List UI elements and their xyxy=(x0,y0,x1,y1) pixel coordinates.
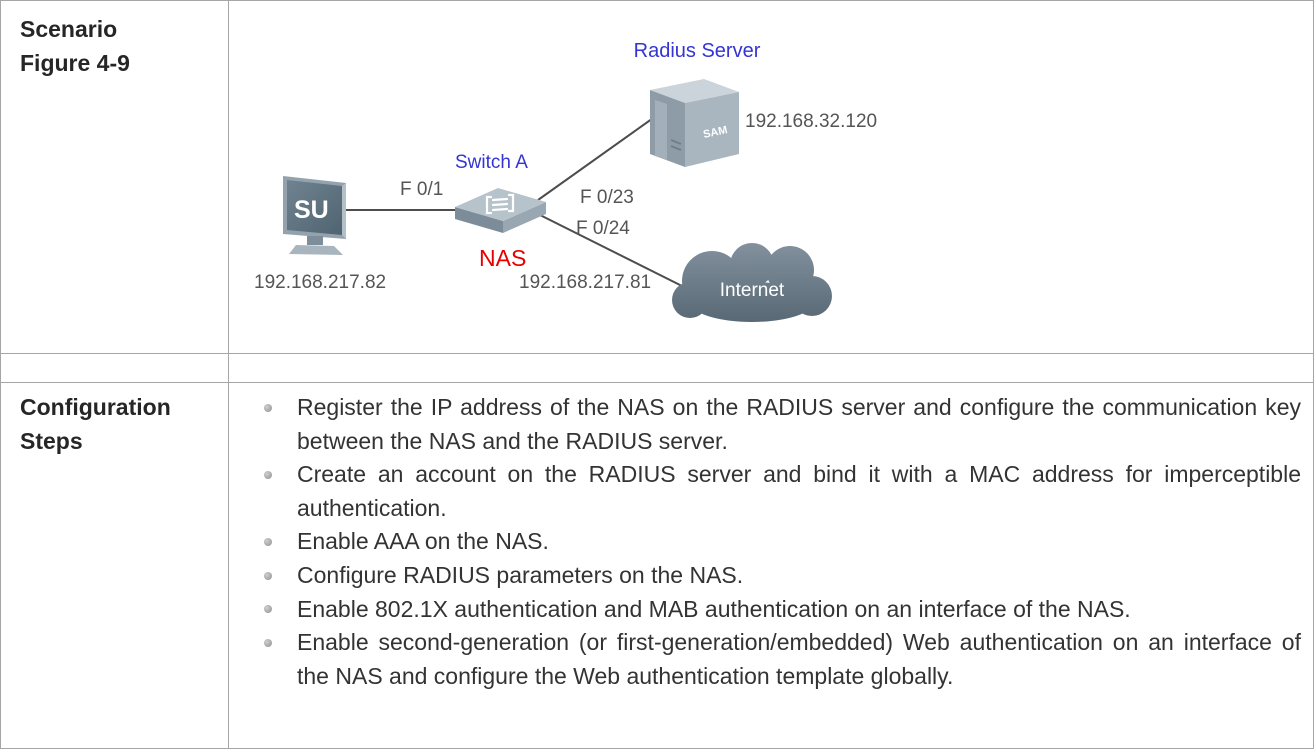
nas-label: NAS xyxy=(479,245,526,271)
configuration-step-3: Enable AAA on the NAS. xyxy=(229,525,1301,559)
configuration-steps-list: Register the IP address of the NAS on th… xyxy=(229,383,1301,693)
switch-icon xyxy=(455,188,546,233)
link-switch-to-internet xyxy=(535,212,685,288)
diagram-cell: SU xyxy=(229,1,1313,353)
scenario-title: Scenario xyxy=(20,16,118,42)
su-ip: 192.168.217.82 xyxy=(254,272,386,293)
port-label-internet: F 0/24 xyxy=(576,218,630,239)
bullet-dot xyxy=(264,571,272,580)
link-switch-to-server xyxy=(537,115,657,201)
step-text: Register the IP address of the NAS on th… xyxy=(297,394,1301,454)
configuration-step-1: Register the IP address of the NAS on th… xyxy=(229,391,1301,458)
server-icon: SAM xyxy=(650,79,739,167)
configuration-step-2: Create an account on the RADIUS server a… xyxy=(229,458,1301,525)
bullet-dot xyxy=(264,403,272,412)
configuration-step-6: Enable second-generation (or first-gener… xyxy=(229,626,1301,693)
port-label-su: F 0/1 xyxy=(400,179,443,200)
step-text: Configure RADIUS parameters on the NAS. xyxy=(297,561,744,588)
bullet-dot xyxy=(264,638,272,647)
blank-label-cell xyxy=(1,354,229,382)
step-text: Enable second-generation (or first-gener… xyxy=(297,629,1301,689)
internet-label: Internet xyxy=(720,280,785,301)
bullet-dot xyxy=(264,538,272,547)
configuration-row: Configuration Steps Register the IP addr… xyxy=(0,383,1314,749)
cloud-icon: Internet xyxy=(672,243,832,322)
switch-label: Switch A xyxy=(455,152,528,173)
network-links xyxy=(344,115,685,288)
step-text: Create an account on the RADIUS server a… xyxy=(297,461,1301,521)
su-badge: SU xyxy=(294,196,329,224)
configuration-step-4: Configure RADIUS parameters on the NAS. xyxy=(229,559,1301,593)
bullet-dot xyxy=(264,605,272,614)
figure-label: Figure 4-9 xyxy=(20,49,130,76)
server-badge: SAM xyxy=(702,124,728,141)
step-text: Enable 802.1X authentication and MAB aut… xyxy=(297,595,1131,622)
scenario-row: Scenario Figure 4-9 xyxy=(0,0,1314,354)
network-diagram: SU xyxy=(254,40,877,322)
configuration-title: Configuration Steps xyxy=(20,394,171,454)
monitor-icon: SU xyxy=(283,176,346,255)
scenario-label-cell: Scenario Figure 4-9 xyxy=(1,1,229,353)
blank-row xyxy=(0,354,1314,383)
blank-body-cell xyxy=(229,354,1313,382)
port-label-server: F 0/23 xyxy=(580,187,634,208)
diagram-labels: Radius Server 192.168.32.120 Switch A F … xyxy=(254,40,877,293)
configuration-label-cell: Configuration Steps xyxy=(1,383,229,748)
configuration-steps-cell: Register the IP address of the NAS on th… xyxy=(229,383,1313,748)
step-text: Enable AAA on the NAS. xyxy=(297,528,549,555)
nas-ip: 192.168.217.81 xyxy=(519,272,651,293)
radius-server-ip: 192.168.32.120 xyxy=(745,111,877,132)
radius-server-label: Radius Server xyxy=(634,40,761,62)
bullet-dot xyxy=(264,470,272,479)
configuration-step-5: Enable 802.1X authentication and MAB aut… xyxy=(229,593,1301,627)
